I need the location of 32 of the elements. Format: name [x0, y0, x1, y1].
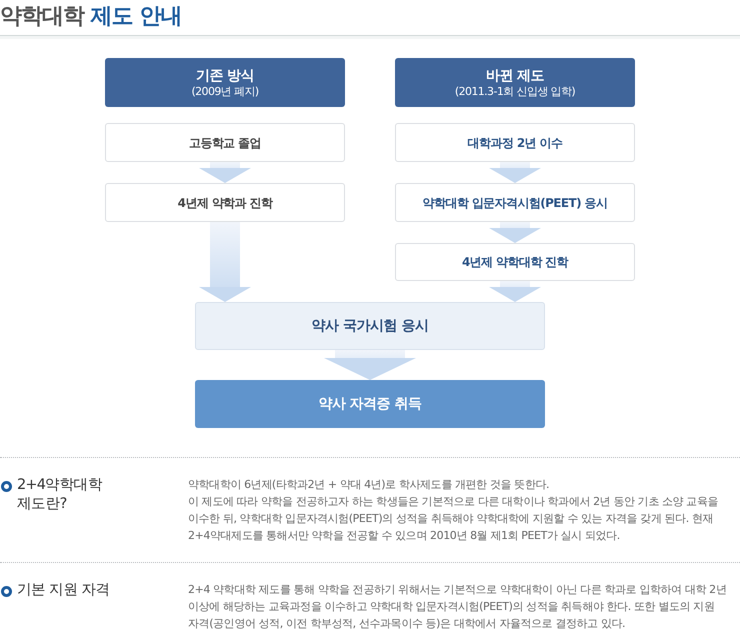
paragraph: 약학대학이 6년제(타학과2년 + 약대 4년)로 학사제도를 개편한 것을 뜻한다. [188, 477, 550, 493]
process-box [395, 243, 635, 281]
arrow [489, 222, 541, 243]
step-label: 약사 국가시험 응시 [312, 317, 428, 335]
header-subtitle: (2011.3-1회 신입생 입학) [454, 84, 576, 98]
result-box [195, 380, 545, 428]
arrow [199, 162, 251, 183]
header-subtitle: (2009년 폐지) [191, 84, 259, 98]
page-title: 약학대학 제도 안내 [0, 3, 182, 31]
step-label: 4년제 약학대학 진학 [462, 254, 568, 270]
column-header [105, 58, 345, 107]
process-box [195, 302, 545, 350]
section-heading: 기본 지원 자격 [17, 581, 111, 600]
arrow [199, 222, 251, 302]
arrow [489, 281, 541, 302]
process-box [105, 123, 345, 162]
header-title: 바뀐 제도 [486, 66, 544, 84]
column-header [395, 58, 635, 107]
paragraph: 이 제도에 따라 약학을 전공하고자 하는 학생들은 기본적으로 다른 대학이나 학과에서 2년 동안 기초 소양 교육을 이수한 뒤, 약학대학 입문자격시험(PEET)의 성적을 취득해야 약학대학에 지원할 수 있는 자격을 갖게 된다. 현재 2+4약대제도를 통해서만 약학을 전공할 수 있으며 2010년 8월 제1회 PEET가 실시 되었다. [188, 494, 720, 544]
step-label: 약학대학 입문자격시험(PEET) 응시 [422, 194, 608, 210]
paragraph: 2+4 약학대학 제도를 통해 약학을 전공하기 위해서는 기본적으로 약학대학이 아닌 다른 학과로 입학하여 대학 2년 이상에 해당하는 교육과정을 이수하고 약학대학 입문자격시험(PEET)의 성적을 취득해야 한다. 또한 별도의 지원 자격(공인영어 성적, 이전 학부성적, 선수과목이수 등)은 대학에서 자율적으로 결정하고 있다. [188, 582, 728, 632]
header-title: 기존 방식 [196, 66, 254, 84]
process-box [105, 183, 345, 222]
process-box [395, 123, 635, 162]
step-label: 대학과정 2년 이수 [468, 134, 562, 150]
arrow [489, 162, 541, 183]
step-label: 고등학교 졸업 [189, 134, 261, 150]
process-box [395, 183, 635, 222]
step-label: 약사 자격증 취득 [318, 395, 422, 413]
section-heading: 2+4약학대학 제도란? [17, 476, 104, 514]
arrow [324, 350, 416, 380]
step-label: 4년제 약학과 진학 [178, 194, 272, 210]
